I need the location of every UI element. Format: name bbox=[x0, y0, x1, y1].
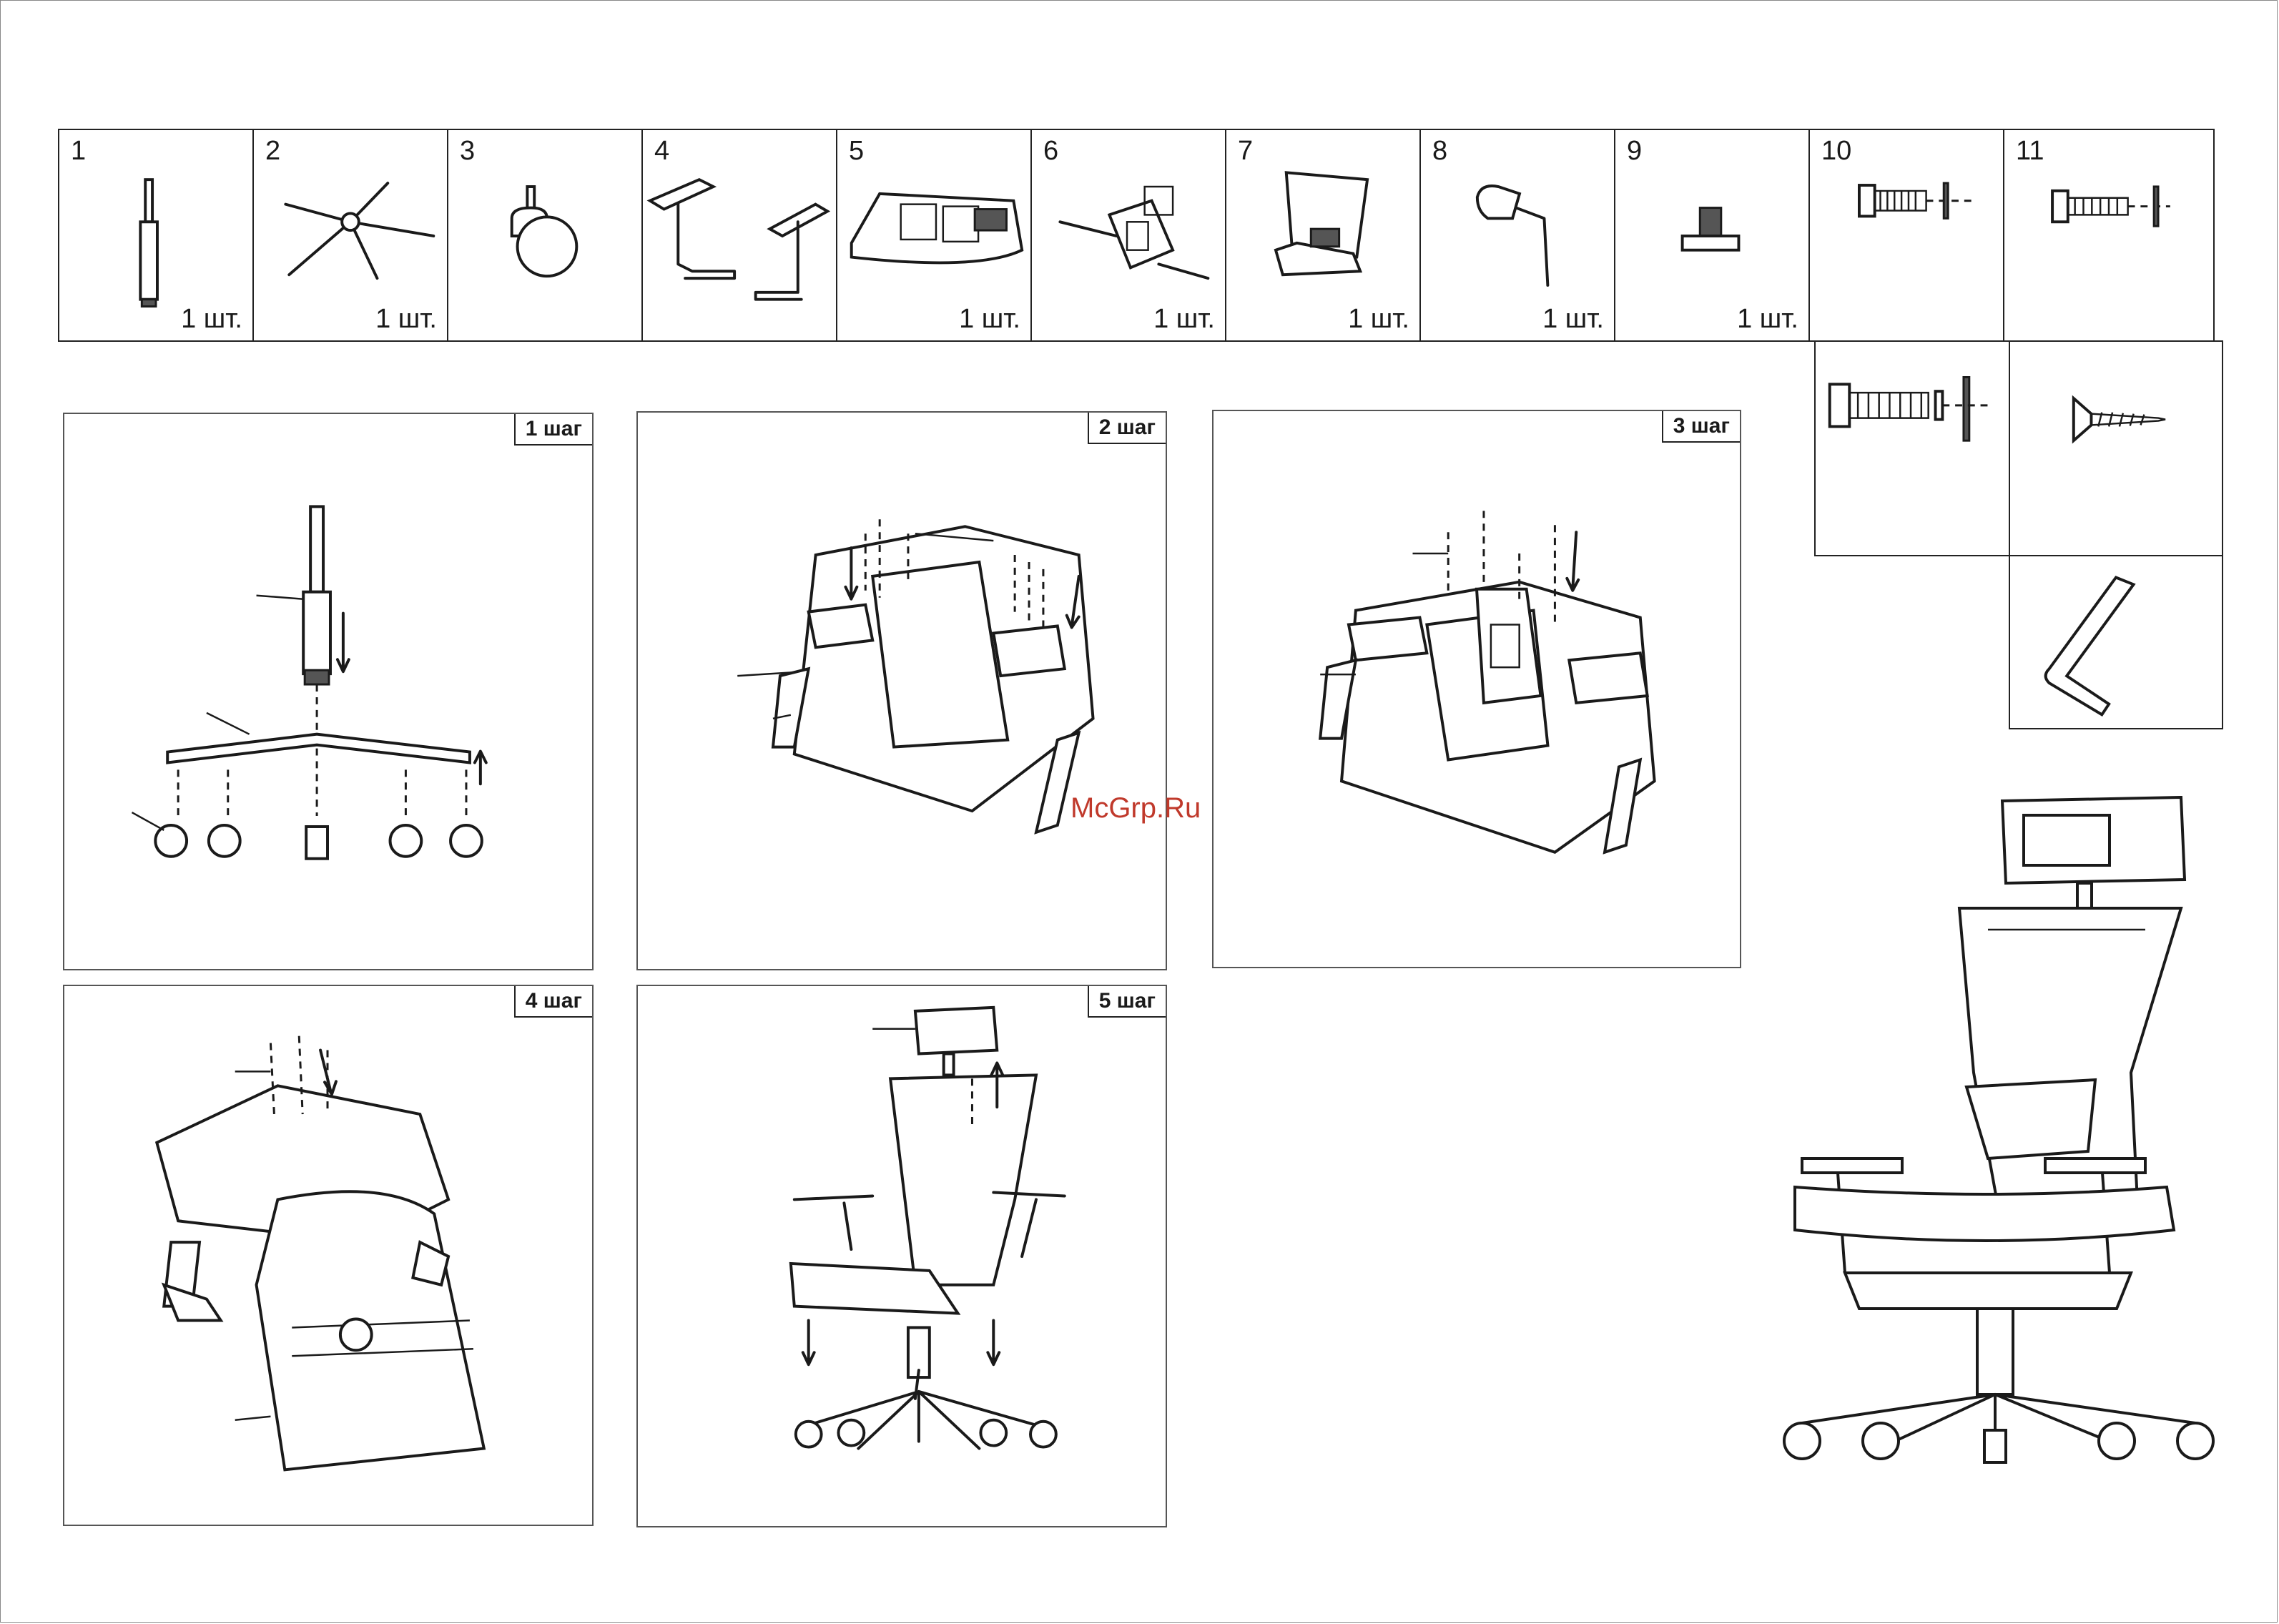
step-3-panel: 3 шаг bbox=[1212, 410, 1741, 968]
part-qty: 1 шт. bbox=[1348, 304, 1409, 335]
part-qty: 1 шт. bbox=[1542, 304, 1604, 335]
caster-wheel-icon bbox=[448, 130, 641, 340]
assembled-chair-icon bbox=[1773, 787, 2231, 1502]
step-2-panel: 2 шаг bbox=[636, 411, 1167, 970]
part-cell-8: 8 1 шт. bbox=[1419, 129, 1615, 342]
part-cell-4: 4 bbox=[641, 129, 837, 342]
part-qty: 1 шт. bbox=[375, 304, 437, 335]
part-cell-10: 10 bbox=[1808, 129, 2004, 342]
extra-cell-hex-key bbox=[2009, 555, 2223, 729]
parts-list: 1 1 шт. 2 1 шт. 3 4 5 bbox=[59, 129, 2215, 342]
part-cell-1: 1 1 шт. bbox=[58, 129, 254, 342]
part-cell-5: 5 1 шт. bbox=[836, 129, 1032, 342]
hex-key-icon bbox=[2010, 556, 2222, 728]
part-qty: 1 шт. bbox=[1153, 304, 1215, 335]
part-cell-11: 11 bbox=[2003, 129, 2215, 342]
bolt-washer-icon bbox=[1810, 130, 2003, 340]
part-cell-7: 7 1 шт. bbox=[1225, 129, 1421, 342]
step-4-panel: 4 шаг bbox=[63, 985, 594, 1526]
part-cell-2: 2 1 шт. bbox=[252, 129, 448, 342]
wood-screw-icon bbox=[2010, 342, 2222, 555]
part-cell-3: 3 bbox=[447, 129, 643, 342]
part-qty: 1 шт. bbox=[959, 304, 1020, 335]
step-5-diagram bbox=[638, 986, 1166, 1526]
long-bolt-washers-icon bbox=[1816, 342, 2009, 555]
step-2-diagram bbox=[638, 413, 1166, 969]
bolt-washer-icon bbox=[2004, 130, 2213, 340]
part-qty: 1 шт. bbox=[1737, 304, 1798, 335]
step-3-diagram bbox=[1214, 411, 1740, 967]
extra-cell-long-bolt bbox=[1814, 340, 2010, 556]
step-4-diagram bbox=[64, 986, 592, 1525]
armrests-icon bbox=[643, 130, 836, 340]
step-1-panel: 1 шаг bbox=[63, 413, 594, 970]
watermark: McGrp.Ru bbox=[1070, 792, 1201, 825]
part-cell-9: 9 1 шт. bbox=[1614, 129, 1810, 342]
part-cell-6: 6 1 шт. bbox=[1030, 129, 1226, 342]
part-qty: 1 шт. bbox=[181, 304, 242, 335]
step-5-panel: 5 шаг bbox=[636, 985, 1167, 1527]
extra-cell-screw bbox=[2009, 340, 2223, 556]
step-1-diagram bbox=[64, 414, 592, 969]
